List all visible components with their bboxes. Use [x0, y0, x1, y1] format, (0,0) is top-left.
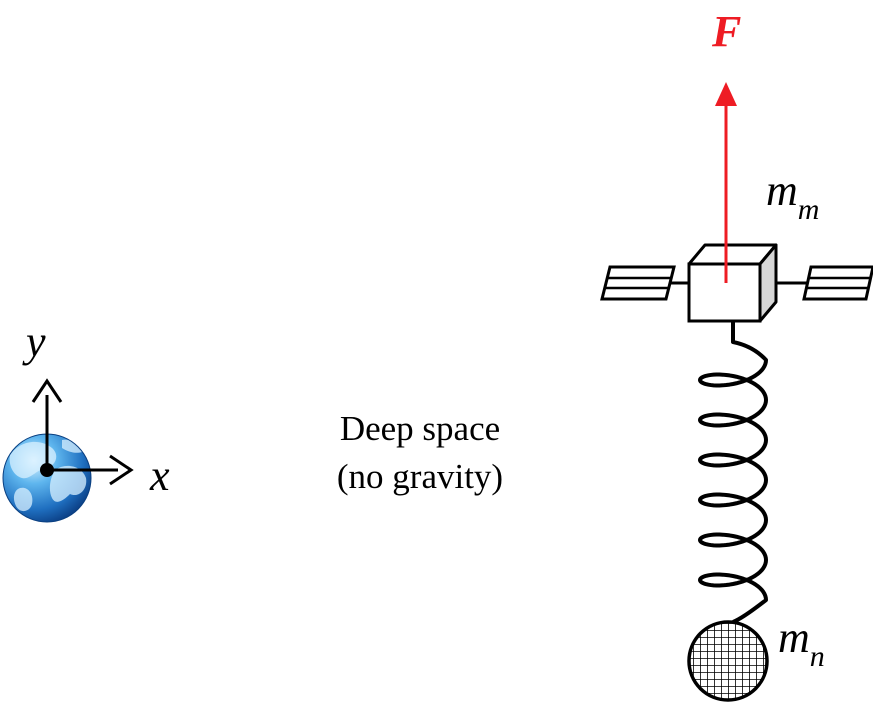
- satellite-icon: [600, 243, 873, 323]
- globe-continents: [9, 439, 87, 512]
- coordinate-axes: y x: [22, 317, 170, 500]
- y-axis-arrow-head: [31, 378, 63, 403]
- origin-dot: [40, 463, 54, 477]
- force-arrow-head: [715, 82, 737, 106]
- mass-main-label: mm: [766, 166, 819, 226]
- mass-node-label: mn: [778, 613, 825, 673]
- mass-main-subscript: m: [798, 193, 820, 226]
- spacecraft-cube: [687, 243, 778, 323]
- force-arrow: F: [711, 7, 741, 283]
- x-axis-arrow-head: [109, 454, 134, 486]
- mesh-sphere-icon: [687, 620, 769, 702]
- caption-deep-space: Deep space: [340, 409, 500, 448]
- caption-no-gravity: (no gravity): [337, 457, 503, 496]
- mass-node-subscript: n: [810, 640, 825, 673]
- right-solar-panel: [776, 265, 873, 301]
- x-axis-label: x: [149, 451, 170, 500]
- spring-icon: [698, 322, 768, 624]
- left-solar-panel: [600, 265, 689, 301]
- earth-globe: [2, 433, 92, 523]
- force-label: F: [711, 7, 741, 56]
- y-axis-label: y: [22, 317, 46, 366]
